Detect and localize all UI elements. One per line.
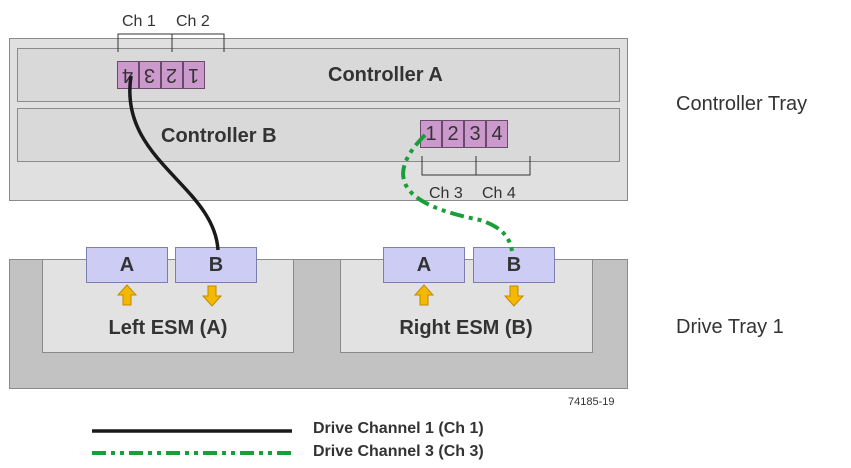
right-esm-port-b: B [473,247,555,283]
controller-b-label: Controller B [161,125,277,147]
controller-a-port-1: 1 [183,61,205,89]
controller-a-label: Controller A [328,64,443,86]
controller-a [17,48,620,102]
controller-a-port-4: 4 [117,61,139,89]
controller-b-port-3: 3 [464,120,486,148]
channel-4-label: Ch 4 [482,185,516,202]
channel-1-label: Ch 1 [122,13,156,30]
channel-2-label: Ch 2 [176,13,210,30]
controller-b-port-2: 2 [442,120,464,148]
left-esm-port-b: B [175,247,257,283]
controller-a-port-3: 3 [139,61,161,89]
legend-label-channel-3: Drive Channel 3 (Ch 3) [313,443,484,460]
left-esm-label: Left ESM (A) [108,317,228,339]
drive-tray-label: Drive Tray 1 [676,316,784,338]
channel-3-label: Ch 3 [429,185,463,202]
legend-label-channel-1: Drive Channel 1 (Ch 1) [313,420,484,437]
right-esm-label: Right ESM (B) [399,317,533,339]
right-esm-port-a: A [383,247,465,283]
controller-b-port-4: 4 [486,120,508,148]
controller-a-port-2: 2 [161,61,183,89]
controller-b-port-1: 1 [420,120,442,148]
left-esm-port-a: A [86,247,168,283]
controller-b [17,108,620,162]
figure-id: 74185-19 [568,396,615,408]
controller-tray-label: Controller Tray [676,93,808,115]
